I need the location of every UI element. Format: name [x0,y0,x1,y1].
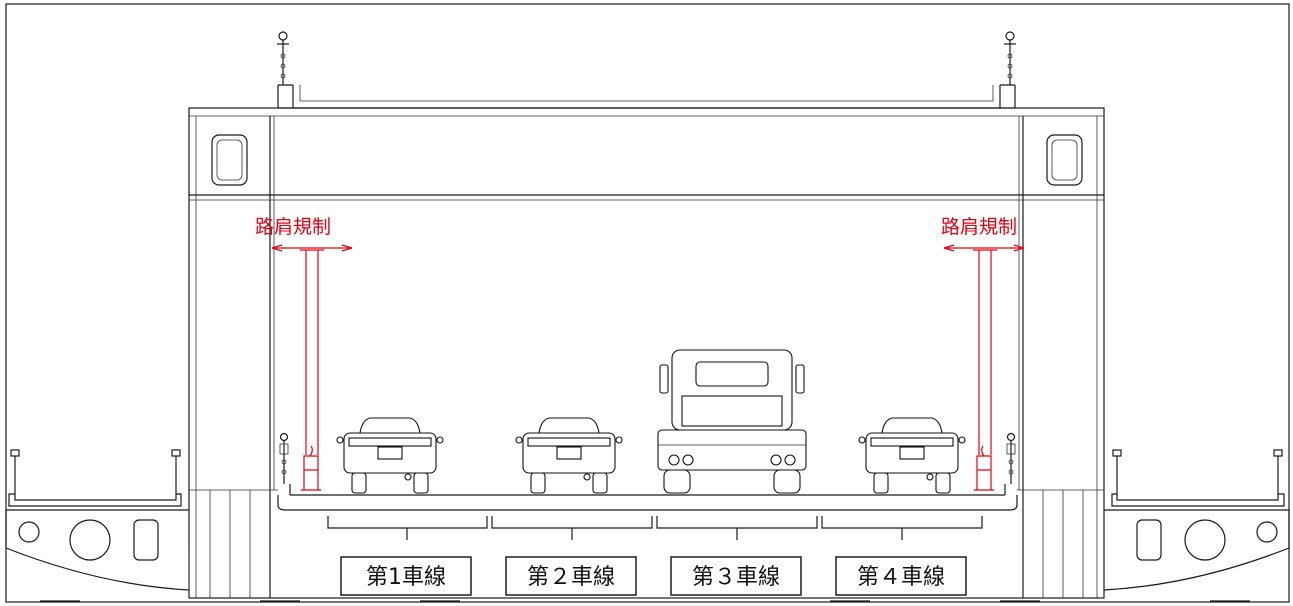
cantilever-right [1103,449,1290,591]
lower-inner-railing-left [279,432,289,484]
shoulder-restriction-left: 路肩規制 [255,216,353,491]
car-lane-2 [515,417,623,494]
drawing-frame [5,3,1290,603]
lane-label-2: 第２車線 [505,556,637,596]
opening-upper-left [211,134,248,186]
lane-label-4-text: 第４車線 [857,565,945,590]
car-lane-4 [858,417,966,494]
car-lane-1 [336,417,444,494]
lane-label-3-text: 第３車線 [692,565,780,590]
truck-lane-3 [657,349,807,494]
upper-railing-right [1004,31,1016,85]
opening-left-large [69,519,111,561]
shoulder-restriction-right-label: 路肩規制 [941,216,1017,238]
lane-label-2-text: 第２車線 [527,565,615,590]
shoulder-restriction-left-label: 路肩規制 [255,216,331,238]
lane-braces [327,516,983,540]
lane-label-1-text: 第1車線 [366,565,446,590]
opening-right-large [1184,519,1226,561]
lane-label-1: 第1車線 [340,556,472,596]
opening-right-small [1256,521,1278,543]
lane-label-4: 第４車線 [835,556,967,596]
opening-left-small [18,521,40,543]
upper-railing-left [277,31,289,85]
main-box-girder [188,107,1105,599]
cantilever-left [5,449,190,591]
lane-label-3: 第３車線 [670,556,802,596]
upper-deck [277,31,1016,109]
opening-right-slot [1136,519,1162,561]
lower-deck [189,432,1104,511]
opening-upper-right [1046,134,1083,186]
lower-inner-railing-right [1006,432,1016,484]
opening-left-slot [133,519,159,561]
shoulder-restriction-right: 路肩規制 [941,216,1025,491]
